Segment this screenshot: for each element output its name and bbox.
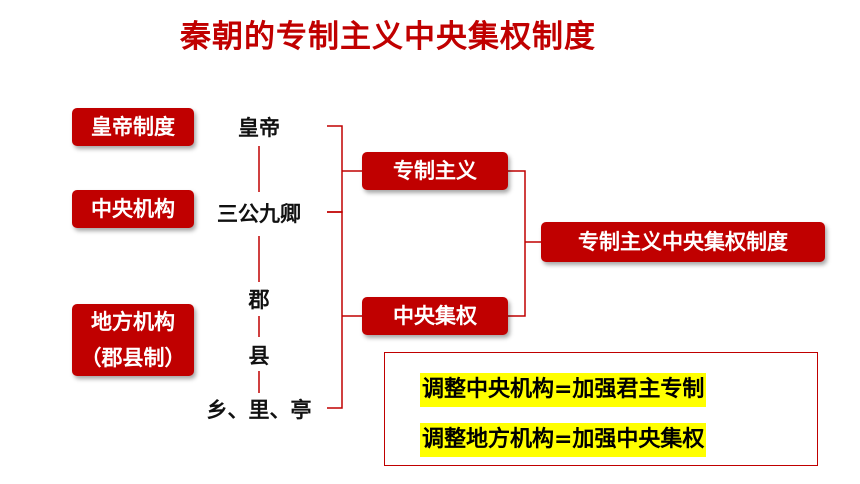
centralization-box: 中央集权 (362, 297, 508, 335)
township-label: 乡、里、亭 (206, 398, 312, 422)
centralization-label: 中央集权 (393, 304, 477, 328)
commandery-label: 郡 (248, 288, 270, 312)
autocracy-label: 专制主义 (393, 159, 477, 183)
page-title: 秦朝的专制主义中央集权制度 (180, 19, 596, 55)
emperor-system-label: 皇帝制度 (91, 115, 175, 139)
note-central-adjustment: 调整中央机构=加强君主专制 (420, 373, 707, 407)
result-label: 专制主义中央集权制度 (578, 230, 788, 254)
county-label: 县 (248, 344, 270, 368)
three-ducal-nine-ministers-label: 三公九卿 (217, 202, 301, 226)
central-org-label: 中央机构 (91, 197, 175, 221)
bracket-autocracy (327, 125, 343, 213)
autocracy-box: 专制主义 (362, 152, 508, 190)
central-org-box: 中央机构 (72, 190, 194, 228)
local-org-label: 地方机构 (91, 310, 175, 334)
note-local-adjustment: 调整地方机构=加强中央集权 (420, 423, 707, 457)
bracket-result (508, 170, 526, 317)
emperor-label: 皇帝 (238, 116, 280, 140)
result-box: 专制主义中央集权制度 (541, 222, 825, 262)
bracket-centralization (327, 211, 343, 409)
local-org-box: 地方机构 （郡县制） (72, 304, 194, 376)
local-org-sublabel: （郡县制） (80, 346, 186, 370)
emperor-system-box: 皇帝制度 (72, 108, 194, 146)
